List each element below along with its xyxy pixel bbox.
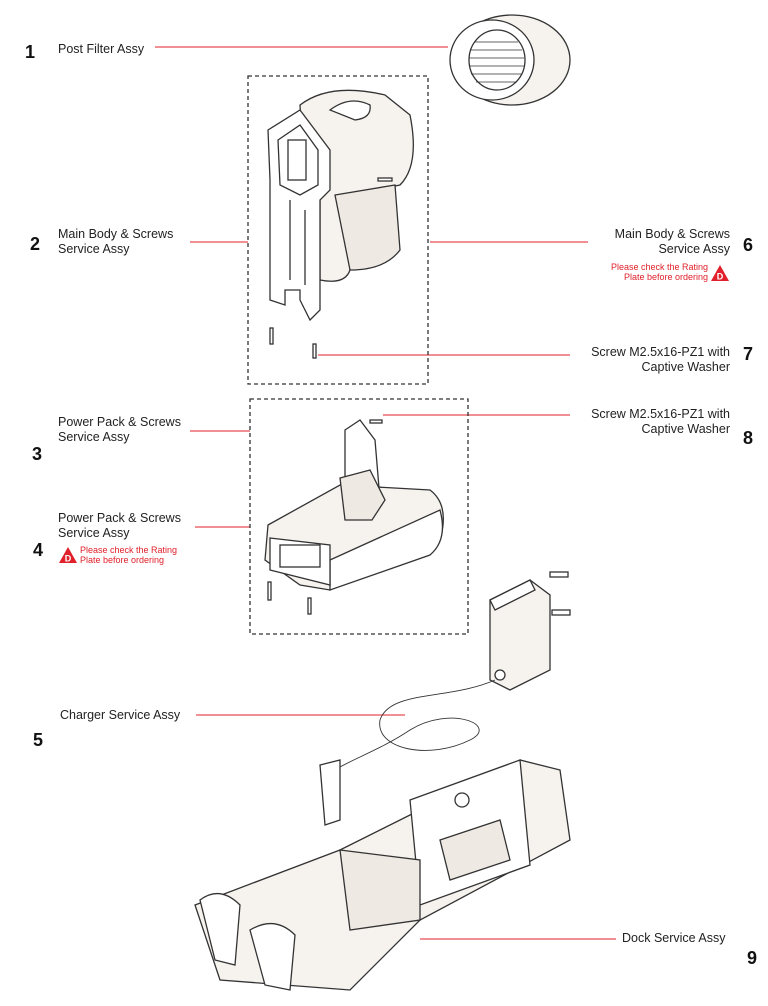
charger-drawing	[319, 571, 571, 826]
part-label-main-body-left: Main Body & Screws Service Assy	[58, 227, 173, 257]
label-line: Post Filter Assy	[58, 42, 145, 56]
label-line: Captive Washer	[641, 422, 730, 436]
part-number-9: 9	[747, 948, 758, 968]
label-line: Power Pack & Screws	[58, 415, 181, 429]
label-line: Service Assy	[58, 430, 130, 444]
part-label-power-pack-3: Power Pack & Screws Service Assy	[58, 415, 181, 445]
post-filter-drawing	[449, 14, 571, 106]
warning-badge-text: D	[717, 272, 724, 282]
leader-lines	[155, 46, 616, 940]
part-number-5: 5	[33, 730, 44, 750]
part-label-power-pack-4: Power Pack & Screws Service Assy	[58, 511, 181, 541]
warning-triangle-icon: D	[711, 265, 729, 282]
label-line: Service Assy	[58, 242, 130, 256]
part-number-8: 8	[743, 428, 754, 448]
label-line: Screw M2.5x16-PZ1 with	[591, 407, 730, 421]
part-label-charger: Charger Service Assy	[60, 708, 180, 723]
part-number-1: 1	[25, 42, 36, 62]
label-line: Captive Washer	[641, 360, 730, 374]
part-number-3: 3	[32, 444, 43, 464]
label-line: Power Pack & Screws	[58, 511, 181, 525]
main-body-drawing	[267, 89, 414, 359]
part-label-post-filter: Post Filter Assy	[58, 42, 144, 57]
warning-line: Please check the Rating	[610, 262, 708, 272]
part-number-2: 2	[30, 234, 41, 254]
warning-note-left: Please check the Rating Plate before ord…	[80, 545, 177, 565]
label-line: Main Body & Screws	[58, 227, 174, 241]
warning-badge-text: D	[65, 554, 72, 564]
warning-line: Please check the Rating	[80, 545, 178, 555]
label-line: Dock Service Assy	[622, 931, 726, 945]
part-number-7: 7	[743, 344, 754, 364]
warning-note-right: Please check the Rating Plate before ord…	[560, 262, 708, 282]
label-line: Screw M2.5x16-PZ1 with	[591, 345, 730, 359]
dock-drawing	[194, 759, 571, 991]
part-number-6: 6	[743, 235, 754, 255]
part-label-screw-7: Screw M2.5x16-PZ1 with Captive Washer	[540, 345, 730, 375]
label-line: Main Body & Screws	[614, 227, 730, 241]
warning-line: Plate before ordering	[623, 272, 708, 282]
main-body-group-box	[247, 75, 429, 385]
part-label-dock: Dock Service Assy	[622, 931, 726, 946]
part-label-main-body-right: Main Body & Screws Service Assy	[560, 227, 730, 257]
label-line: Charger Service Assy	[60, 708, 181, 722]
warning-triangle-icon: D	[59, 547, 77, 564]
part-number-4: 4	[33, 540, 44, 560]
part-label-screw-8: Screw M2.5x16-PZ1 with Captive Washer	[540, 407, 730, 437]
label-line: Service Assy	[658, 242, 730, 256]
power-pack-drawing	[264, 419, 444, 615]
warning-line: Plate before ordering	[80, 555, 165, 565]
label-line: Service Assy	[58, 526, 130, 540]
power-pack-group-box	[249, 398, 469, 635]
